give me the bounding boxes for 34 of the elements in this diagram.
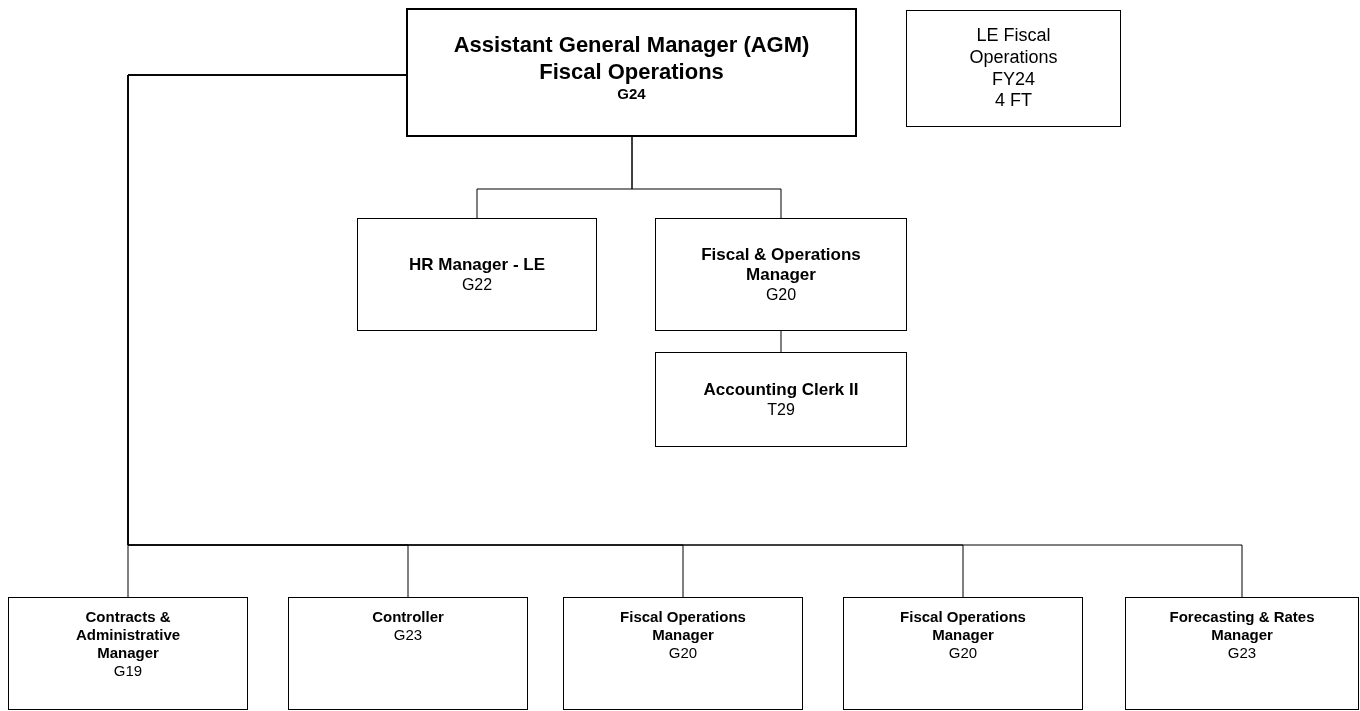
position-detail: G19 [113, 662, 143, 680]
position-detail: G23 [393, 626, 423, 644]
position-title: Controller [372, 608, 444, 626]
position-title: Fiscal Operations Manager [619, 608, 747, 644]
position-title: Forecasting & Rates Manager [1168, 608, 1316, 644]
position-detail: G20 [668, 644, 698, 662]
position-box [288, 597, 528, 710]
position-title: Fiscal Operations Manager [899, 608, 1027, 644]
position-detail: G23 [1227, 644, 1257, 662]
position-box [563, 597, 803, 710]
position-box [906, 10, 1121, 127]
position-box [1125, 597, 1359, 710]
position-title: Accounting Clerk II [703, 379, 859, 401]
position-box [655, 352, 907, 447]
position-box [8, 597, 248, 710]
connector-line [127, 74, 1243, 598]
position-detail: G22 [461, 275, 493, 295]
position-title: Contracts & Administrative Manager [74, 608, 182, 662]
position-detail: G20 [948, 644, 978, 662]
position-box [357, 218, 597, 331]
position-box [655, 218, 907, 331]
connector-line [631, 136, 782, 219]
position-detail: LE Fiscal Operations [968, 25, 1059, 69]
position-detail: T29 [767, 400, 795, 420]
position-detail: G20 [765, 285, 797, 305]
position-detail: 4 FT [995, 90, 1032, 112]
position-box [406, 8, 857, 137]
position-title: Assistant General Manager (AGM) Fiscal Operations [452, 32, 811, 85]
position-title: HR Manager - LE [409, 254, 545, 276]
position-title: Fiscal & Operations Manager [700, 244, 862, 286]
connector-line [780, 330, 782, 353]
position-detail: FY24 [992, 68, 1035, 91]
position-box [843, 597, 1083, 710]
position-detail: G24 [617, 84, 646, 103]
